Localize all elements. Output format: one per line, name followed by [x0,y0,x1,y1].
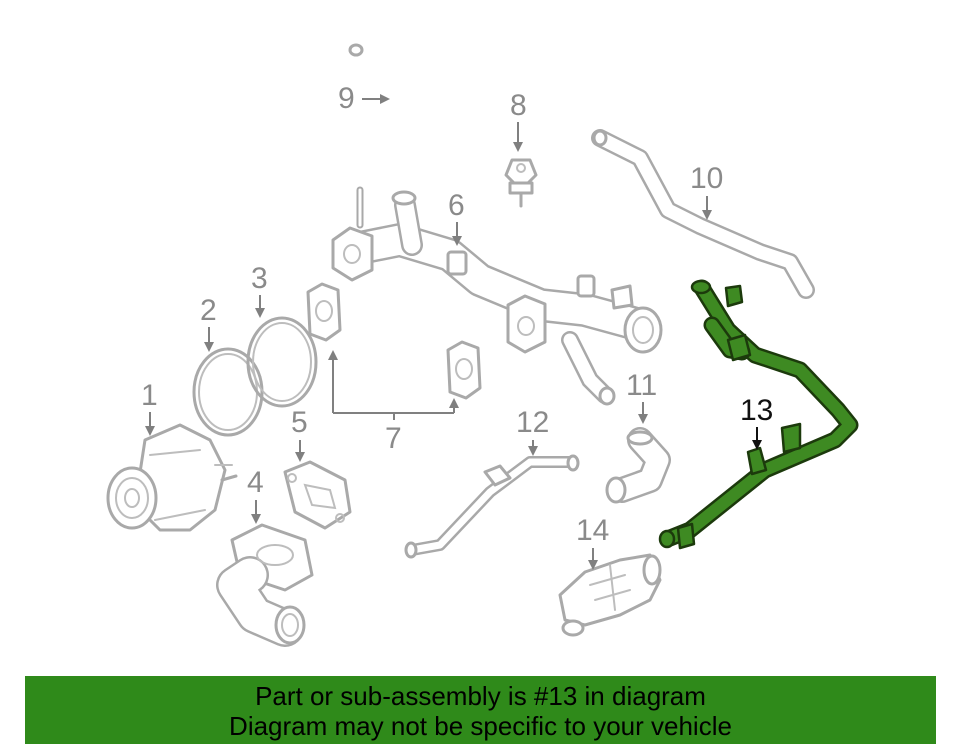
callout-5-label: 5 [291,406,308,439]
parts-diagram: 9 8 10 [106,41,859,647]
part-10-hose[interactable] [591,129,815,299]
callout-10-label: 10 [690,162,723,195]
callout-9-label: 9 [338,82,355,115]
part-3-oring[interactable] [246,316,318,408]
callout-2: 2 [200,294,217,352]
callout-10: 10 [690,162,723,220]
part-12-pipe[interactable] [404,454,580,559]
callout-3-label: 3 [251,262,268,295]
callout-12: 12 [516,406,549,456]
info-banner: Part or sub-assembly is #13 in diagram D… [25,676,936,744]
part-7-gasket-a[interactable] [306,282,342,342]
part-9-hose[interactable] [348,41,411,168]
callout-3: 3 [251,262,268,318]
callout-2-label: 2 [200,294,217,327]
part-2-oring[interactable] [192,347,264,437]
callout-1-label: 1 [141,379,158,412]
callout-6-label: 6 [448,189,465,222]
callout-1: 1 [141,379,158,436]
part-14-housing[interactable] [558,553,662,637]
part-8-sensor[interactable] [504,158,538,208]
part-4-housing[interactable] [216,523,314,647]
part-11-elbow[interactable] [605,427,671,504]
callout-4-label: 4 [247,466,264,499]
part-6-pipe[interactable] [331,186,663,406]
callout-7-label: 7 [385,422,402,455]
callout-4: 4 [247,466,264,524]
banner-line-1: Part or sub-assembly is #13 in diagram [255,681,706,711]
callout-12-label: 12 [516,406,549,439]
callout-13: 13 [740,394,773,450]
callout-5: 5 [291,406,308,462]
callout-8: 8 [510,89,527,152]
callout-6: 6 [448,189,465,246]
part-7-gasket-b[interactable] [446,340,482,400]
callout-8-label: 8 [510,89,527,122]
part-13-pipe-highlighted[interactable] [658,279,859,550]
part-1-water-pump[interactable] [106,423,238,532]
part-5-gasket[interactable] [283,460,352,530]
callout-14-label: 14 [576,514,609,547]
banner-line-2: Diagram may not be specific to your vehi… [229,711,732,741]
callout-11: 11 [626,369,657,424]
callout-7: 7 [328,350,459,455]
callout-14: 14 [576,514,609,570]
callout-11-label: 11 [626,369,657,402]
callout-9: 9 [338,82,390,115]
callout-13-label: 13 [740,394,773,427]
